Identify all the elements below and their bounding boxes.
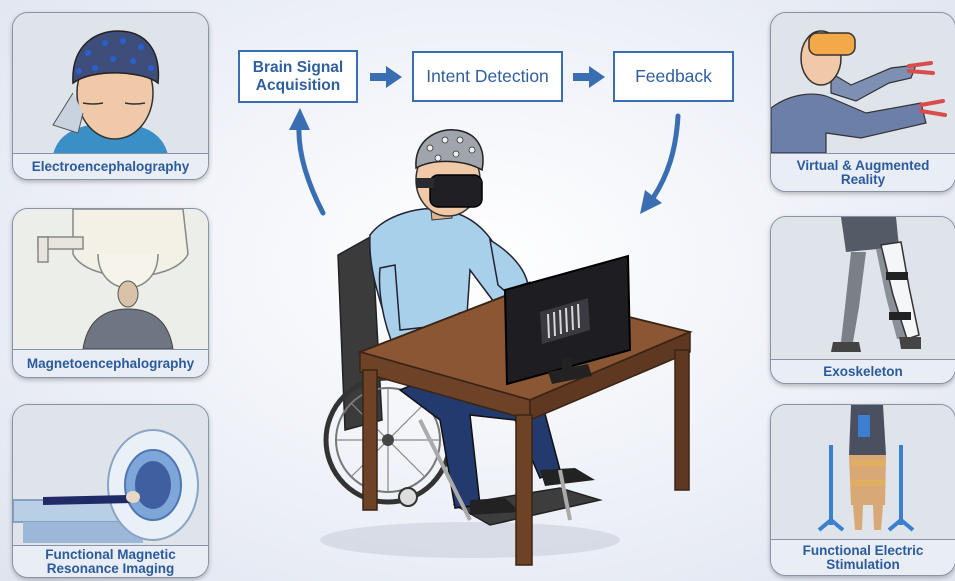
flow-step-label: Intent Detection	[426, 66, 549, 86]
card-caption: Functional Magnetic Resonance Imaging	[13, 545, 208, 577]
flow-step-feedback: Feedback	[613, 51, 734, 102]
wheelchair-wheel	[323, 375, 453, 505]
arrow-acquisition-to-intent	[370, 66, 402, 88]
arrow-user-to-acquisition	[289, 108, 326, 216]
flow-step-intent-detection: Intent Detection	[412, 51, 563, 102]
flow-step-brain-signal-acquisition: Brain Signal Acquisition	[238, 50, 358, 103]
card-caption: Functional Electric Stimulation	[771, 539, 955, 575]
card-caption: Virtual & Augmented Reality	[771, 153, 955, 191]
card-caption: Exoskeleton	[771, 359, 955, 383]
exoskeleton-illustration	[771, 217, 955, 359]
card-functional-electric-stimulation: Functional Electric Stimulation	[770, 404, 955, 576]
flow-step-label: Brain Signal Acquisition	[252, 58, 344, 94]
computer-monitor	[503, 254, 632, 386]
eeg-cap-illustration	[13, 13, 208, 155]
vr-user-illustration	[771, 13, 955, 153]
meg-scanner-illustration	[13, 209, 208, 349]
card-magnetoencephalography: Magnetoencephalography	[12, 208, 209, 378]
fes-illustration	[771, 405, 955, 539]
card-caption: Magnetoencephalography	[13, 349, 208, 377]
card-electroencephalography: Electroencephalography	[12, 12, 209, 180]
arrow-intent-to-feedback	[573, 66, 605, 88]
card-exoskeleton: Exoskeleton	[770, 216, 955, 384]
fmri-scanner-illustration	[13, 405, 208, 543]
card-functional-magnetic-resonance-imaging: Functional Magnetic Resonance Imaging	[12, 404, 209, 578]
card-caption: Electroencephalography	[13, 153, 208, 179]
card-virtual-augmented-reality: Virtual & Augmented Reality	[770, 12, 955, 192]
flow-step-label: Feedback	[635, 66, 712, 86]
arrow-feedback-to-user	[640, 113, 681, 214]
